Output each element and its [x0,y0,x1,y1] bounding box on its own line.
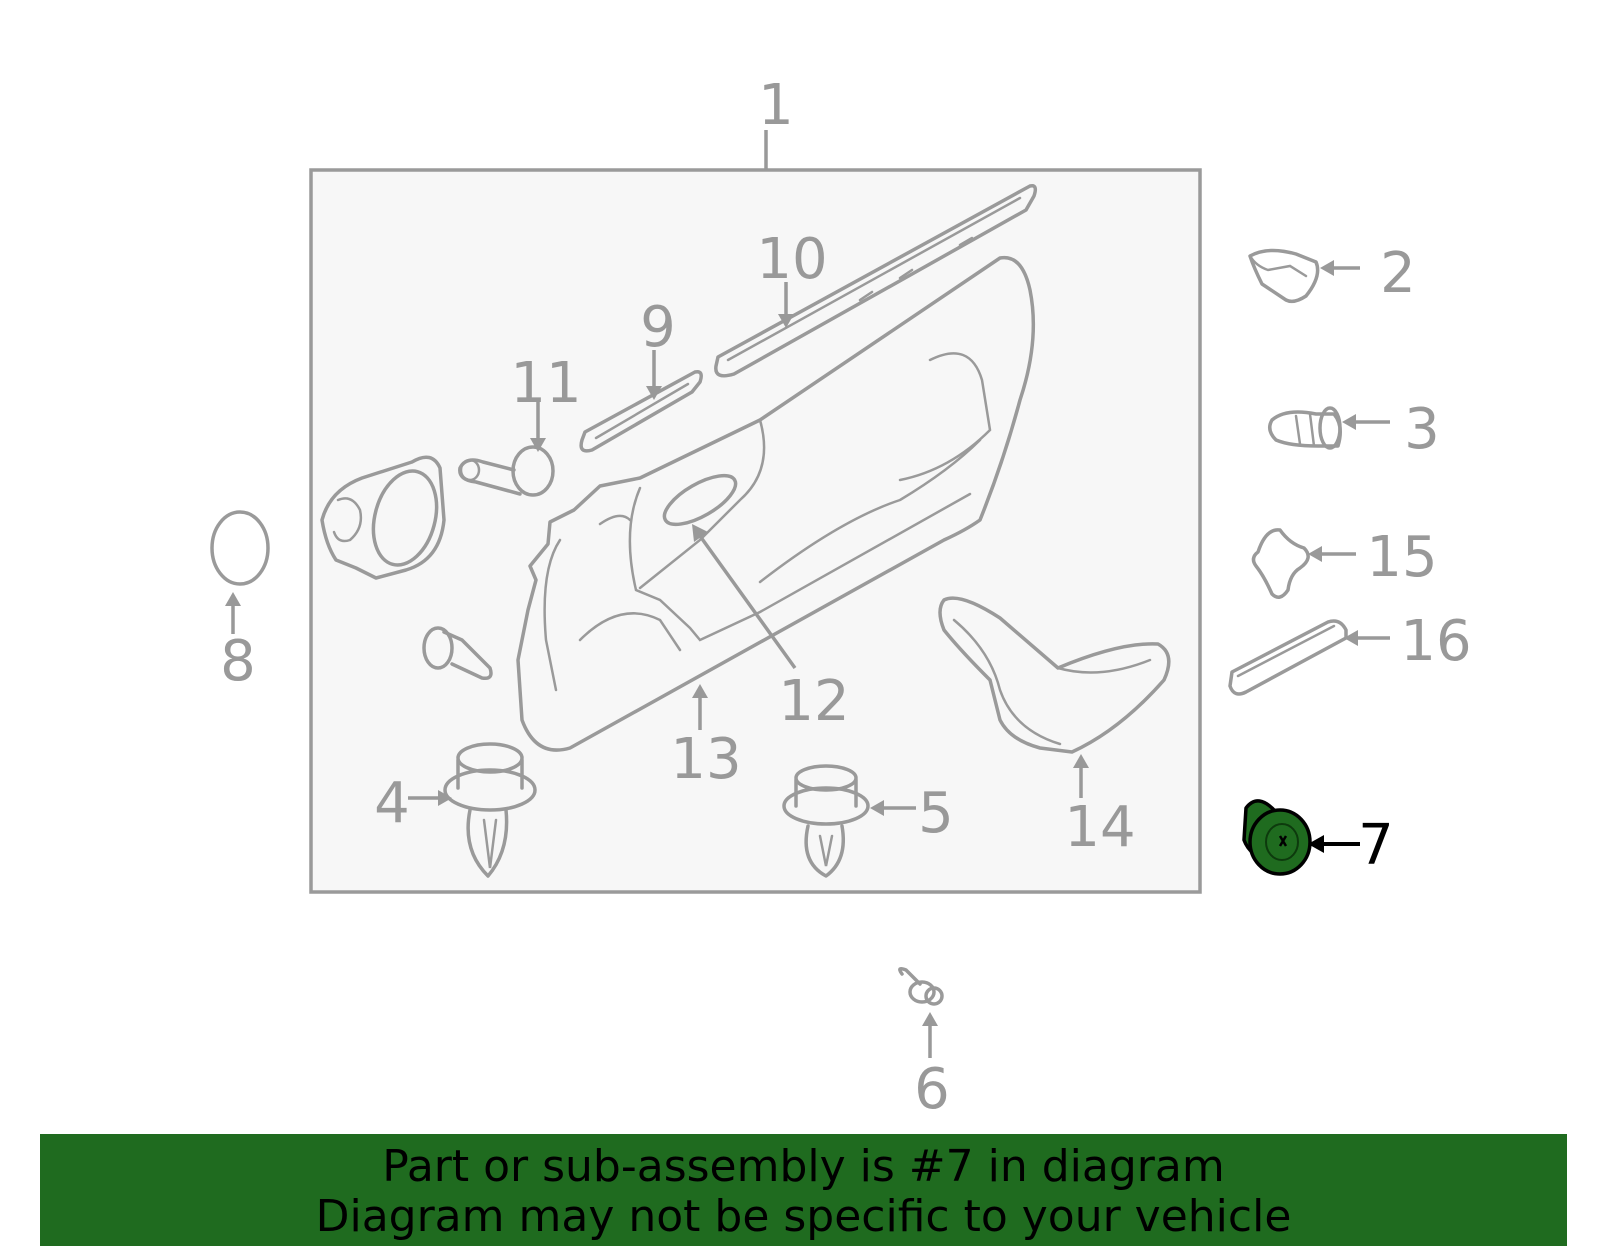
part-15-clip [1251,528,1310,599]
part-16-strip [1228,619,1348,696]
callout-11: 11 [510,351,581,416]
callout-15: 15 [1366,525,1437,590]
part-14-armrest [938,596,1171,754]
banner-line-1: Part or sub-assembly is #7 in diagram [382,1141,1225,1192]
callout-1: 1 [758,73,794,138]
callout-6: 6 [914,1057,950,1122]
banner-line-2: Diagram may not be specific to your vehi… [315,1191,1292,1242]
clip-fastener [422,626,493,681]
part-9-trim-piece [579,369,703,453]
callout-8: 8 [220,629,256,694]
part-6-screw [898,966,944,1006]
info-banner: Part or sub-assembly is #7 in diagram Di… [40,1134,1567,1246]
callout-7: 7 [1358,813,1394,878]
speaker-bracket [320,455,446,580]
part-4-push-clip [443,742,537,878]
part-11-clip [458,445,555,497]
part-8-seal [210,510,270,586]
part-7-highlighted [1242,799,1312,876]
callout-10: 10 [756,227,827,292]
part-5-push-clip [782,764,870,878]
part-2-clip [1248,248,1320,304]
part-13-door-panel [516,255,1036,752]
callout-9: 9 [640,295,676,360]
part-10-trim-strip [714,183,1038,378]
callout-2: 2 [1380,241,1416,306]
callout-3: 3 [1404,397,1440,462]
callout-12: 12 [778,669,849,734]
callout-14: 14 [1064,795,1135,860]
callout-13: 13 [670,727,741,792]
callout-5: 5 [918,781,954,846]
callout-16: 16 [1400,609,1471,674]
part-12-pull-handle [662,473,738,527]
leader-lines [225,260,1390,1058]
callout-4: 4 [374,771,410,836]
part-3-plug [1268,406,1342,450]
